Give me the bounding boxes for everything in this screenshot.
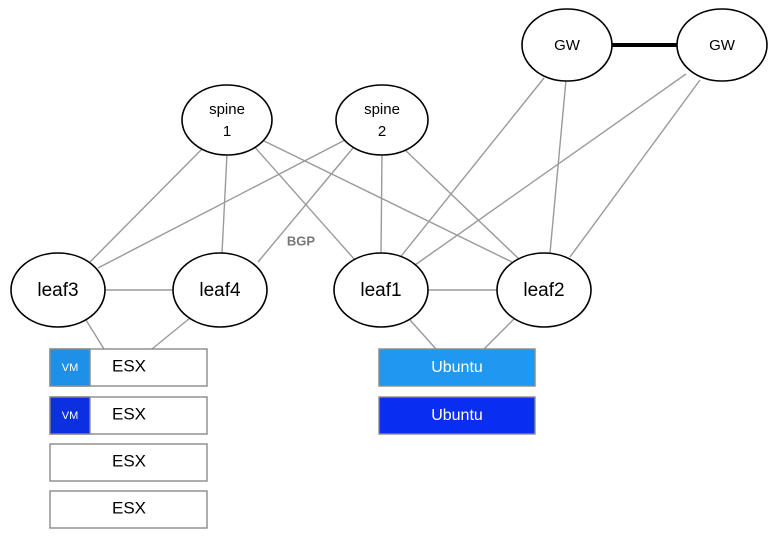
link-spine2-leaf4 <box>257 147 354 263</box>
esx-host-label: ESX <box>112 404 146 423</box>
leaf4-label: leaf4 <box>199 280 241 301</box>
leaf4-node[interactable]: leaf4 <box>172 252 268 328</box>
ubuntu-host-box <box>378 348 536 387</box>
link-gwleft-leaf2 <box>549 79 567 254</box>
leaf3-shape <box>10 252 106 328</box>
link-spine2-leaf1 <box>380 153 383 254</box>
spine1-label-line2: 1 <box>223 123 231 140</box>
link-leaf2-ubuntu <box>483 317 516 350</box>
ubuntu-host-label: Ubuntu <box>431 359 483 376</box>
link-leaf1-ubuntu <box>409 319 437 350</box>
vm-badge-label: VM <box>62 410 79 422</box>
leaf3-label: leaf3 <box>37 280 78 301</box>
link-spine1-leaf4 <box>221 153 228 254</box>
leaf1-label: leaf1 <box>360 280 401 301</box>
link-gwright-leaf1 <box>414 73 687 266</box>
leaf3-node[interactable]: leaf3 <box>10 252 106 328</box>
leaf2-node[interactable]: leaf2 <box>496 252 592 328</box>
vm-badge-label: VM <box>62 362 79 374</box>
link-leaf4-esx <box>151 317 191 350</box>
link-spine2-leaf2 <box>402 147 521 261</box>
gw-left-label: GW <box>554 37 581 54</box>
spine2-label-line2: 2 <box>378 123 386 140</box>
ubuntu-host-label: Ubuntu <box>431 407 483 424</box>
esx-host[interactable]: VM ESX <box>49 396 208 435</box>
spine1-node[interactable]: spine 1 <box>181 84 273 156</box>
leaf1-node[interactable]: leaf1 <box>333 252 429 328</box>
bgp-label: BGP <box>287 233 316 248</box>
ubuntu-host-box <box>378 396 536 435</box>
esx-host-list: VM ESX VM ESX ESX ESX <box>49 348 208 529</box>
ubuntu-host[interactable]: Ubuntu <box>378 396 536 435</box>
gw-right-label: GW <box>709 37 736 54</box>
link-spine1-leaf2 <box>261 139 513 263</box>
gw-right-node[interactable]: GW <box>676 8 768 82</box>
leaf2-label: leaf2 <box>523 280 564 301</box>
esx-host[interactable]: ESX <box>49 443 208 482</box>
link-spine1-leaf3 <box>89 147 204 263</box>
link-gwleft-leaf1 <box>397 77 545 261</box>
gw-left-node[interactable]: GW <box>521 8 613 82</box>
links <box>85 43 701 350</box>
link-spine2-leaf3 <box>97 139 346 269</box>
esx-host-label: ESX <box>112 498 146 517</box>
link-gwright-leaf2 <box>569 79 701 258</box>
vm-badge <box>49 348 91 387</box>
link-spine1-leaf1 <box>251 143 356 261</box>
ubuntu-host-list: Ubuntu Ubuntu <box>378 348 536 435</box>
spine2-node[interactable]: spine 2 <box>335 84 429 156</box>
vm-badge <box>49 396 91 435</box>
esx-host[interactable]: ESX <box>49 490 208 529</box>
esx-host-label: ESX <box>112 451 146 470</box>
esx-host[interactable]: VM ESX <box>49 348 208 387</box>
link-leaf3-esx <box>85 319 105 350</box>
esx-host-label: ESX <box>112 356 146 375</box>
spine2-label-line1: spine <box>364 101 400 118</box>
ubuntu-host[interactable]: Ubuntu <box>378 348 536 387</box>
spine1-label-line1: spine <box>209 101 245 118</box>
